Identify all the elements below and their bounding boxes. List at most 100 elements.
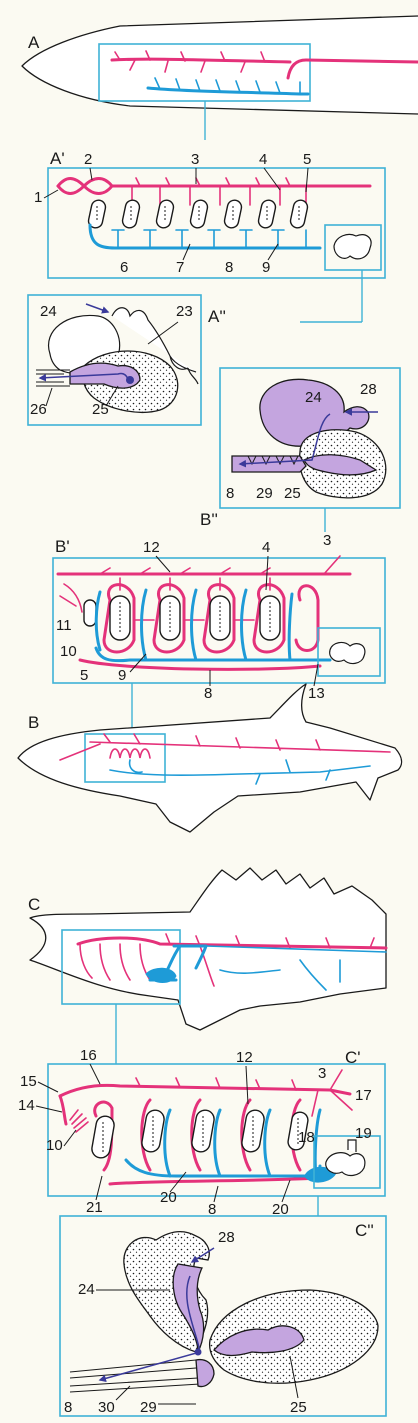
zoom-box-heart-b1: [317, 627, 381, 677]
label-4-b1: 4: [262, 539, 270, 556]
gill-slits-c1: [91, 1109, 309, 1159]
label-23-a2: 23: [176, 303, 193, 320]
label-13-b1: 13: [308, 685, 325, 702]
zoom-box-a2: [27, 294, 202, 426]
label-24-c2: 24: [78, 1281, 95, 1298]
shark-arteries: [59, 733, 391, 761]
label-8-a1: 8: [225, 259, 233, 276]
label-8-b1: 8: [204, 685, 212, 702]
zoom-box-c2: [59, 1215, 387, 1417]
efferent-loops-b1: [102, 577, 320, 654]
label-20-c1-b: 20: [272, 1201, 289, 1218]
label-18-c1: 18: [298, 1129, 315, 1146]
gill-slits-b1: [83, 595, 281, 641]
zoom-box-heart-c1: [313, 1135, 381, 1189]
label-25-b2: 25: [284, 485, 301, 502]
label-26-a2: 26: [30, 401, 47, 418]
label-6-a1: 6: [120, 259, 128, 276]
panel-c2: C'' 28 24 8 30 29 25: [59, 1215, 387, 1417]
zoom-box-b2: [219, 367, 401, 509]
label-20-c1-a: 20: [160, 1189, 177, 1206]
label-8-c2: 8: [64, 1399, 72, 1416]
label-8-b2: 8: [226, 485, 234, 502]
ventral-aorta-a1: [88, 223, 322, 250]
label-19-c1: 19: [355, 1125, 372, 1142]
label-29-b2: 29: [256, 485, 273, 502]
label-9-a1: 9: [262, 259, 270, 276]
shark-body-outline: [17, 683, 403, 833]
panel-a2: A'' 24 23 26 25: [27, 294, 226, 426]
bulbus-c2: [69, 1359, 201, 1393]
label-21-c1: 21: [86, 1199, 103, 1216]
label-29-c2: 29: [140, 1399, 157, 1416]
dorsal-aorta-a1: [56, 177, 372, 188]
panel-a1: A' 1 2 3 4 5 6 7: [34, 149, 386, 323]
label-5-b1: 5: [80, 667, 88, 684]
label-9-b1: 9: [118, 667, 126, 684]
heart-thumbnail-b1: [329, 641, 366, 665]
label-8-c1: 8: [208, 1201, 216, 1218]
label-10-c1: 10: [46, 1137, 63, 1154]
ventricle-lumen-b2: [303, 454, 378, 476]
panel-c: C: [28, 867, 388, 1064]
label-3-a1: 3: [191, 151, 199, 168]
label-17-c1: 17: [355, 1087, 372, 1104]
panel-c1: C' 16 15 14 10: [18, 1047, 386, 1218]
label-5-a1: 5: [303, 151, 311, 168]
label-11-b1: 11: [56, 617, 72, 634]
panel-b2: B'' 24 28 8 29 25: [200, 367, 401, 532]
shark-veins: [109, 759, 371, 785]
pseudobranch-c1: [69, 1109, 89, 1133]
label-28-c2: 28: [218, 1229, 235, 1246]
zoom-box-a1: [47, 167, 386, 279]
bony-fish-outline: [29, 867, 387, 1031]
label-30-c2: 30: [98, 1399, 115, 1416]
panel-label-b1: B': [55, 537, 70, 556]
ventricle-lumen-c2: [213, 1325, 305, 1357]
panel-label-a1: A': [50, 149, 65, 168]
panel-b1: B' 12 4 3: [52, 532, 386, 734]
label-2-a1: 2: [84, 151, 92, 168]
fish-veins: [148, 944, 208, 982]
zoom-box-heart-a1: [324, 224, 382, 271]
heart-thumbnail-c1: [325, 1139, 366, 1177]
label-3-c1: 3: [318, 1065, 326, 1082]
zoom-box-b1: [52, 557, 386, 684]
conus-a2: [36, 369, 70, 387]
fish-arteries: [76, 936, 388, 950]
gill-slits-a1: [87, 199, 309, 229]
label-24-b2: 24: [305, 389, 322, 406]
label-10-b1: 10: [60, 643, 77, 660]
label-24-a2: 24: [40, 303, 57, 320]
panel-label-c1: C': [345, 1048, 361, 1067]
zoom-box-c1: [47, 1063, 386, 1197]
zoom-box-b: [84, 733, 166, 783]
fish-heart-mark: [145, 967, 177, 983]
label-3-b1: 3: [323, 532, 331, 549]
label-1-a1: 1: [34, 189, 42, 206]
panel-label-b: B: [28, 713, 39, 732]
panel-label-c: C: [28, 895, 40, 914]
sinus-venosus-a2: [111, 307, 199, 385]
label-25-c2: 25: [290, 1399, 307, 1416]
panel-label-a: A: [28, 33, 40, 52]
panel-a: A: [21, 15, 418, 140]
panel-b: B: [17, 683, 403, 833]
label-25-a2: 25: [92, 401, 109, 418]
ventral-aorta-b1: [94, 646, 332, 663]
ventral-aorta-c1: [124, 1158, 322, 1178]
label-12-c1: 12: [236, 1049, 253, 1066]
label-16-c1: 16: [80, 1047, 97, 1064]
lamprey-veins: [146, 77, 310, 96]
zoom-box-c: [61, 929, 181, 1005]
heart-thumbnail-a1: [333, 233, 372, 260]
lamprey-arteries: [110, 50, 418, 80]
bulbus-mark-c1: [304, 1166, 336, 1183]
label-12-b1: 12: [143, 539, 160, 556]
panel-label-a2: A'': [208, 307, 226, 326]
panel-label-b2: B'': [200, 510, 218, 529]
label-7-a1: 7: [176, 259, 184, 276]
ventricle-lumen-a2: [69, 362, 141, 389]
label-14-c1: 14: [18, 1097, 35, 1114]
